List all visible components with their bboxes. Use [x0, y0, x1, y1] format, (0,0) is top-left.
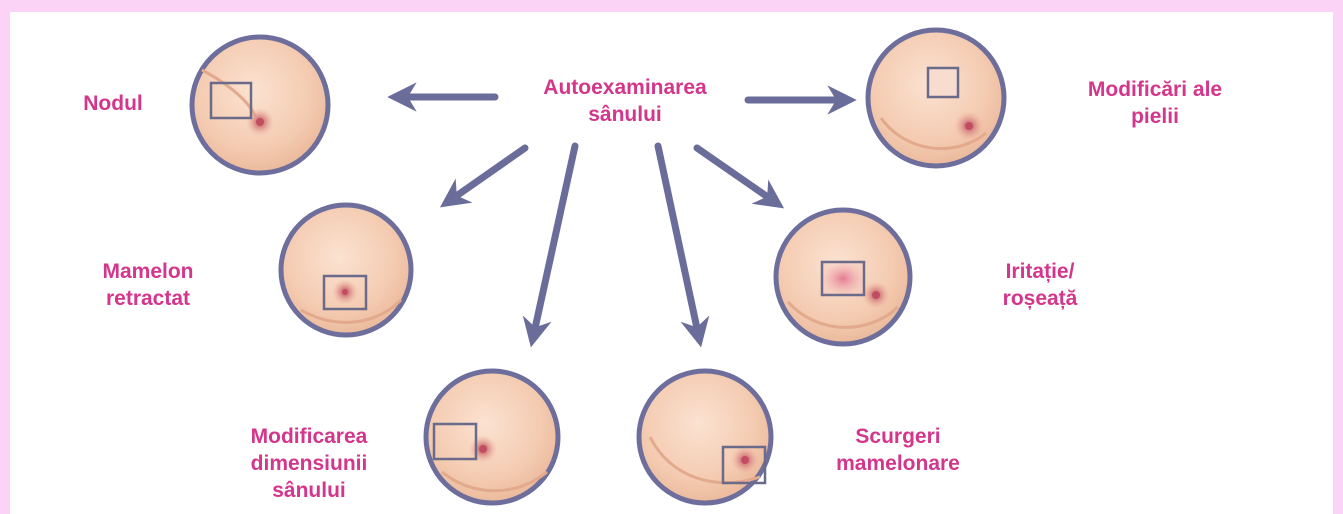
breast-circle-modificari-piele [868, 30, 1004, 166]
label-scurgeri: Scurgeri mamelonare [808, 423, 988, 477]
label-mamelon-retractat: Mamelon retractat [88, 258, 208, 312]
label-nodul: Nodul [58, 90, 168, 117]
label-iritatie: Iritație/ roșeață [980, 258, 1100, 312]
arrow-to-scurgeri [658, 146, 698, 333]
label-modificarea-dimensiunii: Modificarea dimensiunii sânului [224, 423, 394, 504]
redness-marker [822, 262, 864, 295]
breast-circle-scurgeri [639, 371, 771, 503]
arrows [402, 97, 842, 333]
label-modificari-piele: Modificări ale pielii [1055, 76, 1255, 130]
arrow-to-mamelon-retractat [452, 148, 525, 199]
skin-change-marker [928, 68, 958, 97]
arrow-to-modificarea-dimensiunii [534, 146, 575, 333]
breast-circle-nodul [192, 37, 328, 173]
title-label: Autoexaminarea sânului [505, 74, 745, 128]
breast-circle-mamelon-retractat [281, 205, 411, 335]
breast-circle-modificarea-dimensiunii [426, 371, 558, 503]
arrow-to-iritatie [697, 148, 772, 200]
breast-circle-iritatie [776, 210, 910, 344]
